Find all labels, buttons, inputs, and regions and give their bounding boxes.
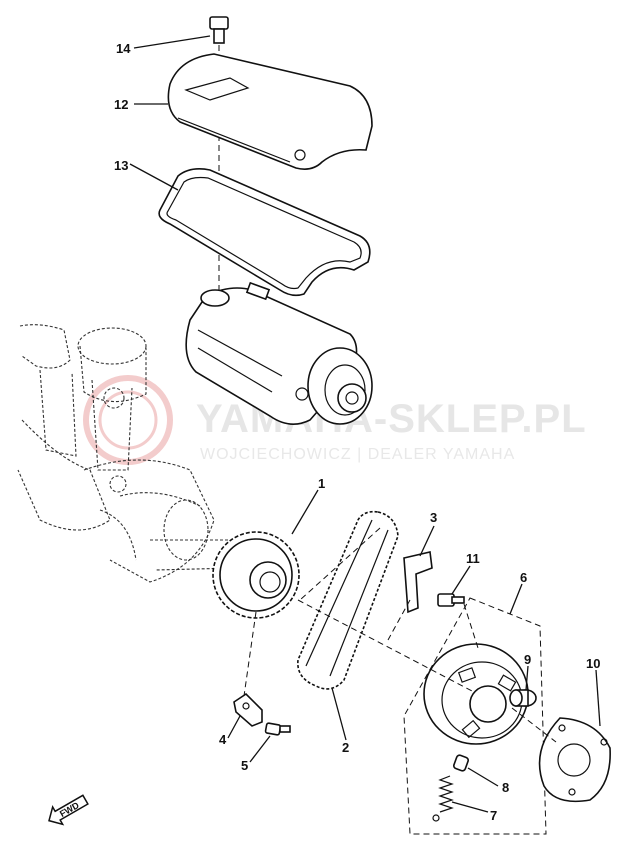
assembly-guide-lines — [243, 527, 557, 743]
starter-chain — [297, 510, 399, 690]
callout-3: 3 — [430, 510, 437, 525]
watermark: YAMAHA-SKLEP.PL WOJCIECHOWICZ | DEALER Y… — [83, 375, 586, 465]
clutch-bolt — [437, 593, 465, 607]
clutch-plunger — [453, 754, 469, 772]
engine-crankshaft-outline — [17, 324, 237, 583]
callout-labels: 14 12 13 1 2 3 4 5 6 7 8 9 10 11 — [114, 41, 600, 823]
callout-9: 9 — [524, 652, 531, 667]
tensioner-bolt — [264, 722, 291, 736]
callout-2: 2 — [342, 740, 349, 755]
fwd-arrow-icon: FWD — [48, 794, 89, 826]
cover-gasket — [158, 168, 371, 297]
callout-leaders — [129, 35, 601, 813]
callout-12: 12 — [114, 97, 128, 112]
starter-motor — [185, 281, 373, 425]
callout-6: 6 — [520, 570, 527, 585]
callout-7: 7 — [490, 808, 497, 823]
callout-1: 1 — [318, 476, 325, 491]
callout-14: 14 — [116, 41, 131, 56]
callout-10: 10 — [586, 656, 600, 671]
clutch-plate — [538, 717, 611, 803]
watermark-logo-circle — [83, 375, 173, 465]
clutch-roller — [509, 689, 537, 707]
callout-8: 8 — [502, 780, 509, 795]
callout-5: 5 — [241, 758, 248, 773]
starter-cover — [167, 53, 373, 170]
clutch-spring — [432, 775, 454, 822]
starter-clutch-assembly — [403, 597, 547, 835]
chain-guide — [403, 551, 433, 614]
callout-11: 11 — [466, 551, 480, 566]
callout-4: 4 — [219, 732, 227, 747]
starter-pinion-gear — [337, 383, 367, 413]
tensioner-bracket — [233, 692, 263, 727]
watermark-subtitle: WOJCIECHOWICZ | DEALER YAMAHA — [200, 446, 515, 463]
crank-sprocket — [212, 531, 300, 619]
callout-13: 13 — [114, 158, 128, 173]
